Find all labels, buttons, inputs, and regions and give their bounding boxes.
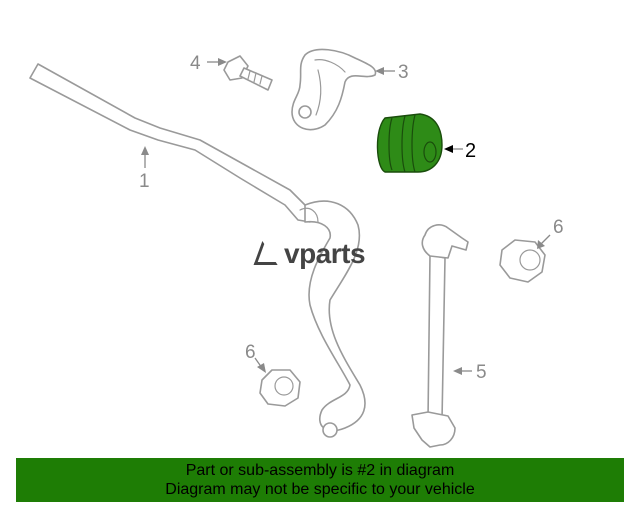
nut-upper[interactable] (499, 239, 546, 283)
banner-line-1: Part or sub-assembly is #2 in diagram (185, 462, 455, 479)
callout-5: 5 (476, 362, 487, 383)
banner-line-2: Diagram may not be specific to your vehi… (165, 481, 475, 498)
stabilizer-bar[interactable] (29, 63, 366, 438)
callout-3: 3 (398, 62, 409, 83)
callout-4: 4 (190, 53, 201, 74)
bolt[interactable] (223, 55, 273, 91)
callout-2: 2 (465, 140, 476, 162)
watermark-text: vparts (284, 238, 366, 269)
watermark-logo: vparts (253, 238, 366, 270)
nut-lower[interactable] (259, 369, 301, 407)
leader-lines (141, 58, 551, 375)
callout-6-lower: 6 (245, 342, 256, 363)
callout-1: 1 (139, 171, 150, 192)
logo-mark-icon (253, 241, 287, 265)
bracket[interactable] (291, 48, 377, 131)
info-banner: Part or sub-assembly is #2 in diagram Di… (16, 458, 624, 502)
bushing-highlighted[interactable] (376, 113, 443, 173)
callout-6-upper: 6 (553, 217, 564, 238)
stabilizer-link[interactable] (411, 224, 469, 448)
